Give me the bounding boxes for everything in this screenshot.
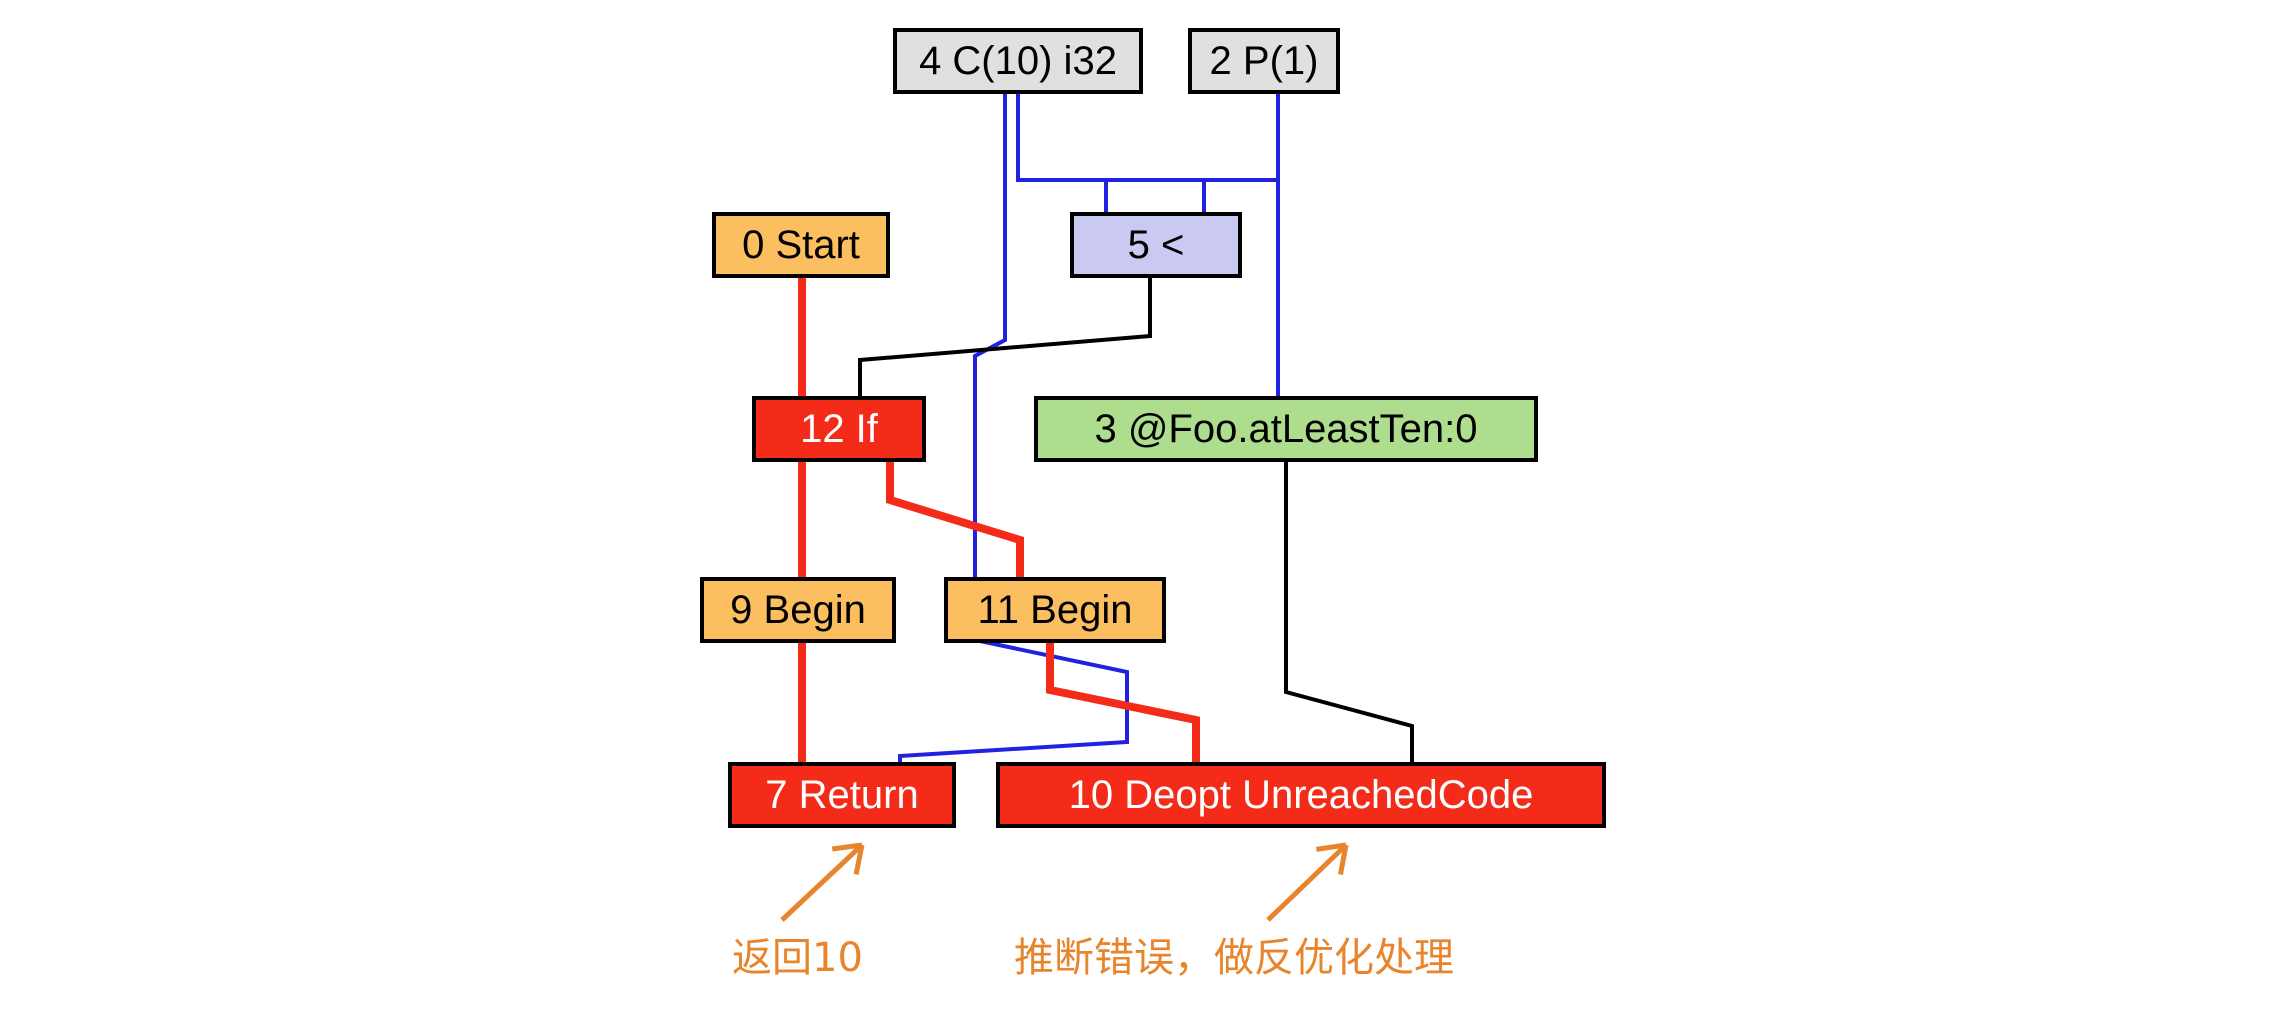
edge-n2-to-n5 [1104,94,1280,212]
graph-node-n4[interactable]: 4 C(10) i32 [893,28,1143,94]
graph-node-n12[interactable]: 12 If [752,396,926,462]
graph-node-n5[interactable]: 5 < [1070,212,1242,278]
edge-n3-to-n10 [1284,462,1414,762]
graph-node-label: 11 Begin [977,588,1133,632]
graph-node-n9[interactable]: 9 Begin [700,577,896,643]
edge-n4-to-n5 [1016,94,1206,212]
graph-node-n2[interactable]: 2 P(1) [1188,28,1340,94]
edge-n11-to-n10 [1046,643,1200,762]
annotation-arrow-a1 [780,842,865,922]
graph-node-label: 0 Start [742,223,860,267]
graph-node-n3[interactable]: 3 @Foo.atLeastTen:0 [1034,396,1538,462]
graph-node-n10[interactable]: 10 Deopt UnreachedCode [996,762,1606,828]
graph-node-label: 3 @Foo.atLeastTen:0 [1094,407,1478,451]
annotation-arrow-a2 [1266,842,1349,922]
graph-node-label: 12 If [800,407,878,451]
graph-node-label: 7 Return [765,773,919,817]
graph-node-label: 10 Deopt UnreachedCode [1068,773,1534,817]
graph-node-n11[interactable]: 11 Begin [944,577,1166,643]
edge-n12-to-n11 [886,462,1024,577]
graph-node-n7[interactable]: 7 Return [728,762,956,828]
graph-node-label: 2 P(1) [1209,39,1319,83]
annotation-text-a2: 推断错误，做反优化处理 [1014,935,1454,981]
graph-node-label: 5 < [1127,223,1185,267]
graph-node-n0[interactable]: 0 Start [712,212,890,278]
graph-node-label: 4 C(10) i32 [919,39,1117,83]
edge-n5-to-n12 [858,278,1152,396]
graph-node-label: 9 Begin [730,588,866,632]
annotation-text-a1: 返回10 [732,935,863,981]
